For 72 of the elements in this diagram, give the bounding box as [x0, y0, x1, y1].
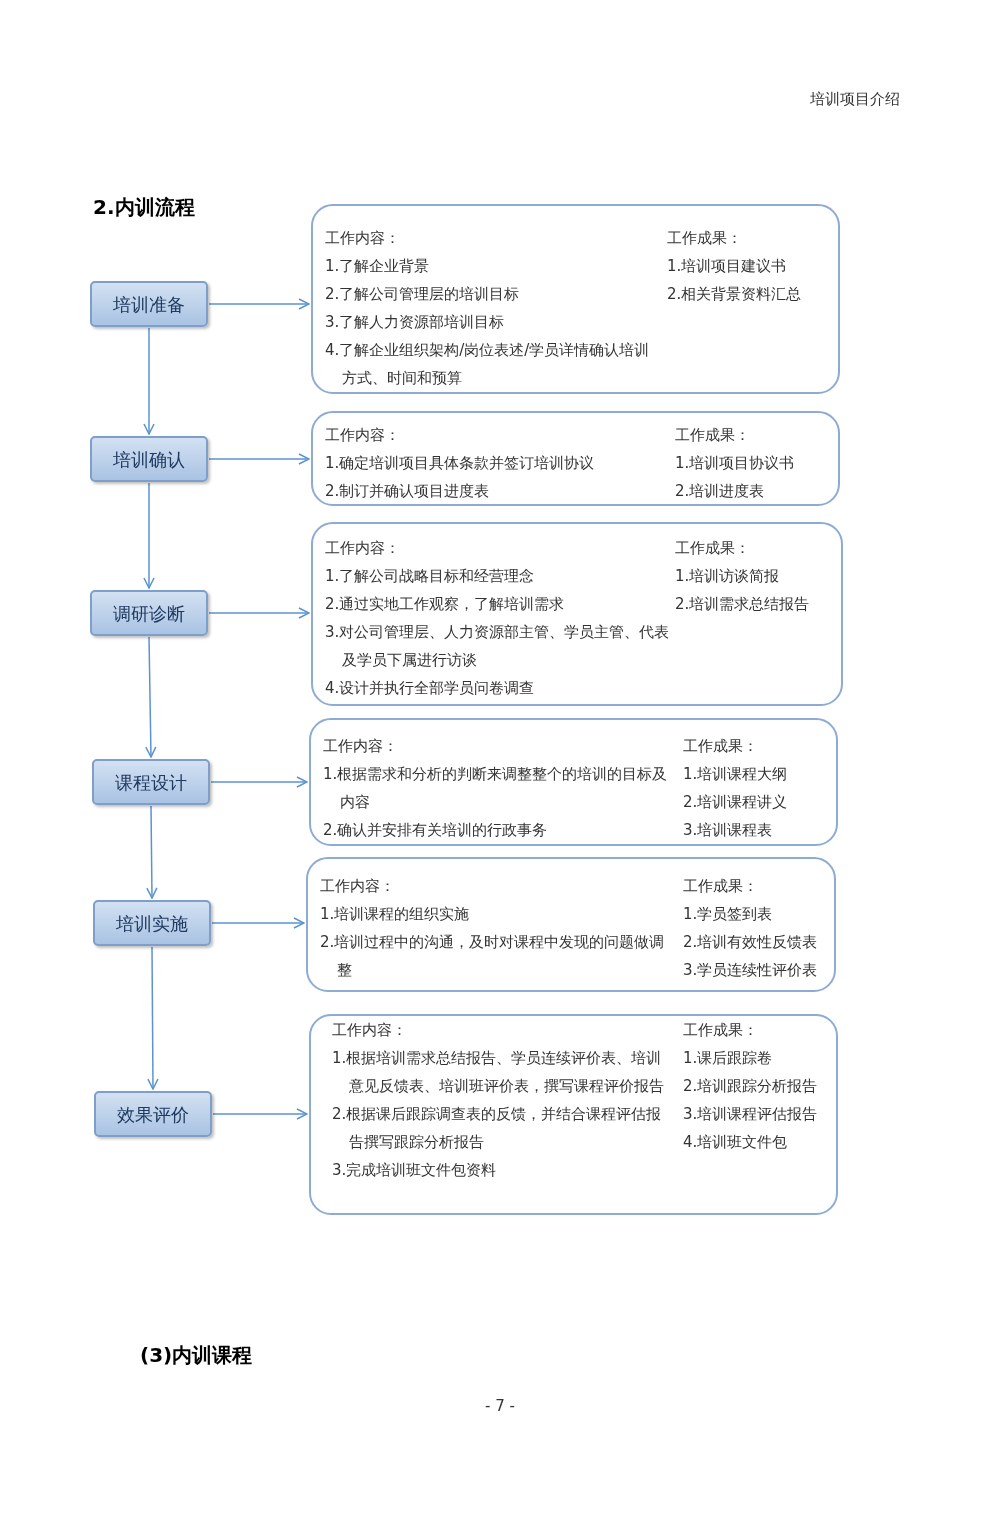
- list-item: 2.制订并确认项目进度表: [325, 481, 491, 502]
- arrow: [208, 298, 310, 310]
- list-item: 3.了解人力资源部培训目标: [325, 312, 506, 333]
- list-item: 1.学员签到表: [683, 904, 774, 925]
- detail-box: [309, 718, 838, 846]
- section-heading: 工作成果：: [675, 538, 751, 559]
- list-item: 2.了解公司管理层的培训目标: [325, 284, 521, 305]
- arrow: [147, 946, 159, 1090]
- step-box: 培训准备: [90, 281, 208, 327]
- detail-box: [311, 204, 840, 394]
- section-heading: 工作成果：: [683, 876, 759, 897]
- detail-box: [311, 411, 840, 506]
- list-item: 2.培训跟踪分析报告: [683, 1076, 819, 1097]
- list-item: 1.确定培训项目具体条款并签订培训协议: [325, 453, 596, 474]
- arrow: [143, 482, 155, 589]
- step-box: 培训实施: [93, 900, 211, 946]
- section-heading: 工作内容：: [320, 876, 396, 897]
- list-item: 2.确认并安排有关培训的行政事务: [323, 820, 549, 841]
- list-item: 4.了解企业组织架构/岗位表述/学员详情确认培训方式、时间和预算: [325, 340, 651, 389]
- list-item: 4.设计并执行全部学员问卷调查: [325, 678, 536, 699]
- list-item: 2.培训有效性反馈表: [683, 932, 819, 953]
- list-item: 2.培训课程讲义: [683, 792, 789, 813]
- list-item: 1.培训项目建议书: [667, 256, 788, 277]
- section-heading: 工作成果：: [667, 228, 743, 249]
- list-item: 3.培训课程评估报告: [683, 1104, 819, 1125]
- list-item: 3.学员连续性评价表: [683, 960, 819, 981]
- section-heading: 工作内容：: [325, 538, 401, 559]
- section-heading: 工作成果：: [675, 425, 751, 446]
- page-number: - 7 -: [484, 1396, 516, 1417]
- list-item: 1.培训课程大纲: [683, 764, 789, 785]
- section-heading: 工作内容：: [325, 425, 401, 446]
- list-item: 2.培训需求总结报告: [675, 594, 811, 615]
- detail-box: [309, 1014, 838, 1215]
- step-box: 课程设计: [92, 759, 210, 805]
- list-item: 1.培训项目协议书: [675, 453, 796, 474]
- arrow: [211, 917, 305, 929]
- section-heading: 工作成果：: [683, 736, 759, 757]
- list-item: 2.相关背景资料汇总: [667, 284, 803, 305]
- arrow: [145, 636, 157, 758]
- arrow: [210, 776, 308, 788]
- list-item: 1.根据培训需求总结报告、学员连续评价表、培训意见反馈表、培训班评价表，撰写课程评价报告: [332, 1048, 665, 1097]
- step-box: 效果评价: [94, 1091, 212, 1137]
- page-header: 培训项目介绍: [810, 89, 900, 110]
- list-item: 4.培训班文件包: [683, 1132, 789, 1153]
- arrow: [146, 805, 158, 899]
- list-item: 1.了解企业背景: [325, 256, 431, 277]
- step-box: 调研诊断: [90, 590, 208, 636]
- list-item: 3.培训课程表: [683, 820, 774, 841]
- list-item: 2.通过实地工作观察，了解培训需求: [325, 594, 566, 615]
- arrow: [208, 453, 310, 465]
- list-item: 3.完成培训班文件包资料: [332, 1160, 498, 1181]
- step-box: 培训确认: [90, 436, 208, 482]
- arrow: [212, 1108, 308, 1120]
- list-item: 1.了解公司战略目标和经营理念: [325, 566, 536, 587]
- section-heading: 工作内容：: [323, 736, 399, 757]
- list-item: 1.培训访谈简报: [675, 566, 781, 587]
- arrow: [208, 607, 310, 619]
- list-item: 3.对公司管理层、人力资源部主管、学员主管、代表及学员下属进行访谈: [325, 622, 670, 671]
- detail-box: [306, 857, 836, 992]
- section-title: (3)内训课程: [140, 1342, 253, 1369]
- list-item: 1.根据需求和分析的判断来调整整个的培训的目标及内容: [323, 764, 669, 813]
- detail-box: [311, 522, 843, 706]
- arrow: [143, 327, 155, 435]
- list-item: 1.课后跟踪卷: [683, 1048, 774, 1069]
- section-heading: 工作内容：: [325, 228, 401, 249]
- list-item: 2.根据课后跟踪调查表的反馈，并结合课程评估报告撰写跟踪分析报告: [332, 1104, 663, 1153]
- section-heading: 工作内容：: [332, 1020, 408, 1041]
- list-item: 2.培训进度表: [675, 481, 766, 502]
- section-heading: 工作成果：: [683, 1020, 759, 1041]
- section-title: 2.内训流程: [93, 194, 195, 221]
- list-item: 2.培训过程中的沟通，及时对课程中发现的问题做调整: [320, 932, 666, 981]
- list-item: 1.培训课程的组织实施: [320, 904, 471, 925]
